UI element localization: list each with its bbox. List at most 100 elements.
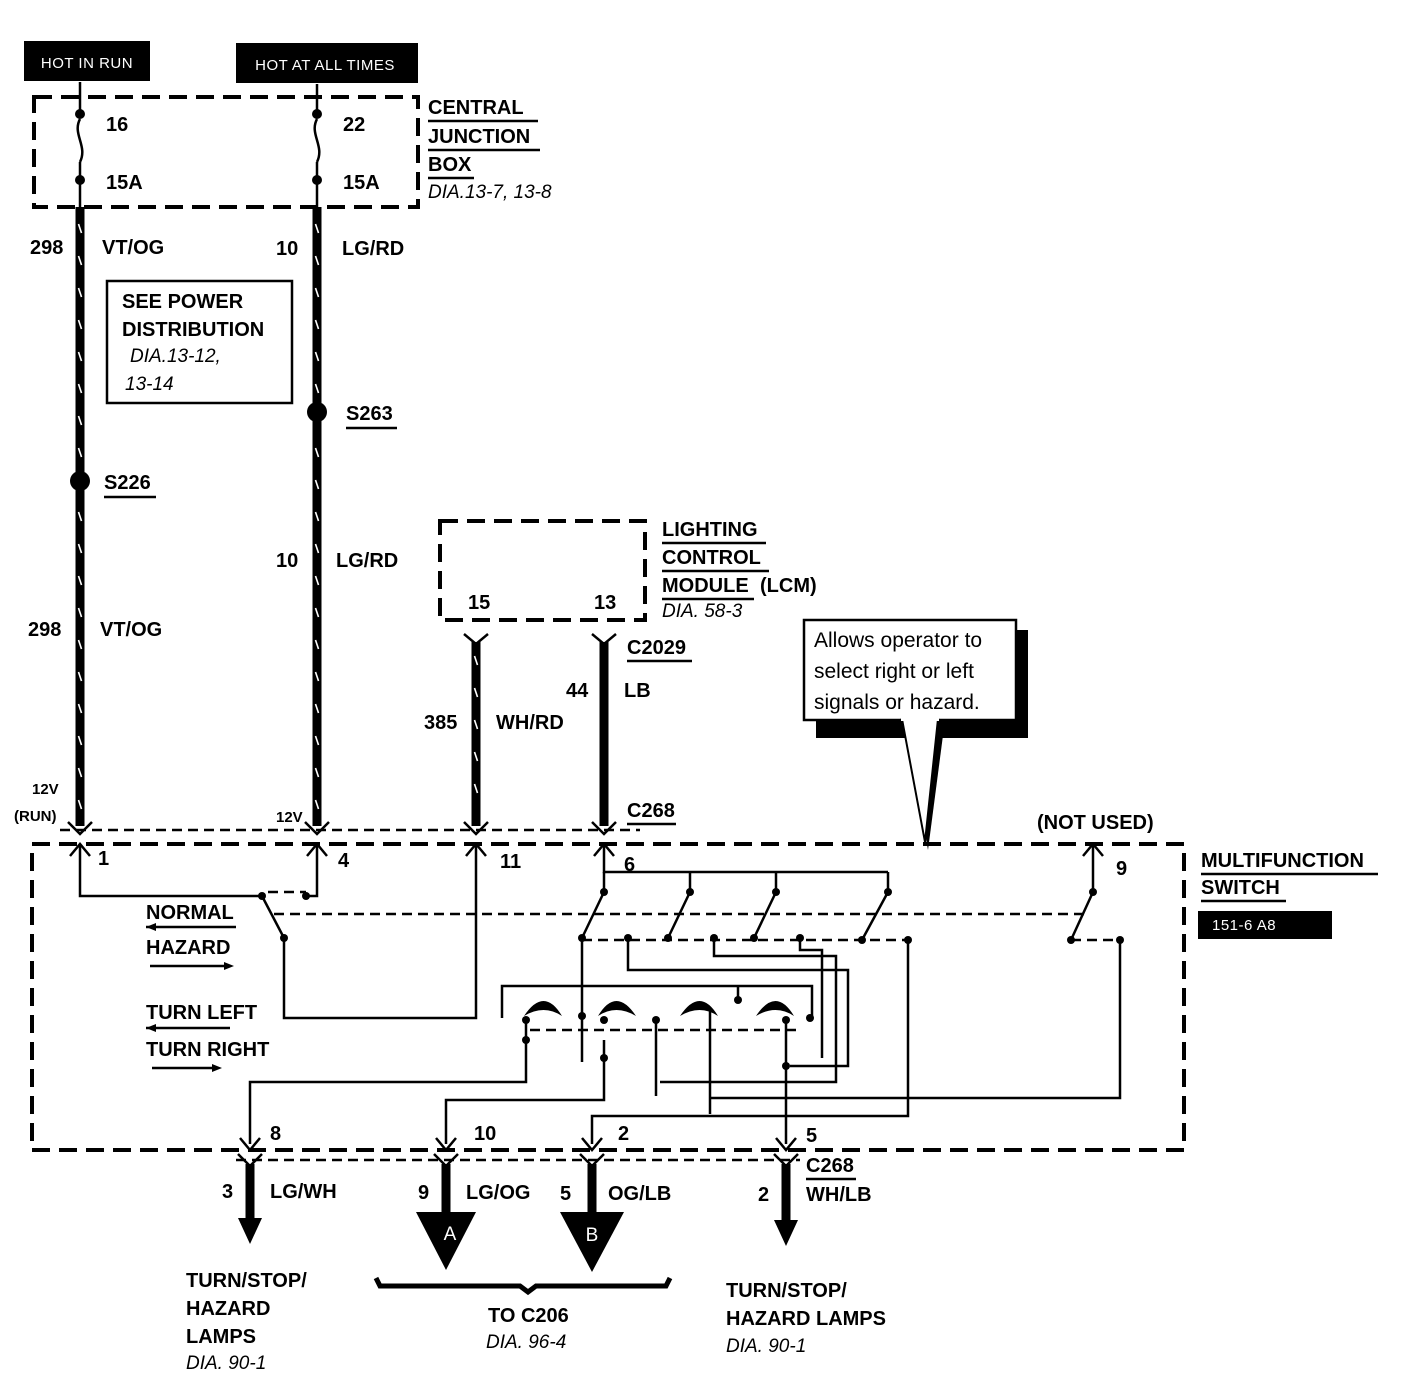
connector-c268-top-bar — [60, 821, 640, 836]
output-to-c206: TO C206 DIA. 96-4 — [373, 1276, 673, 1353]
switch-pin-5: 5 — [806, 1125, 817, 1147]
multifunction-switch: (NOT USED) 1 4 11 6 9 — [30, 812, 1186, 1152]
hot-at-all-times-tag: HOT AT ALL TIMES — [236, 43, 418, 83]
right-lamps-line1: TURN/STOP/ — [726, 1280, 847, 1302]
wire-10-number-mid: 10 — [276, 550, 298, 572]
wire-tracer-mark — [314, 223, 320, 234]
splice-s226-label: S226 — [104, 472, 151, 494]
wire-tracer-mark — [77, 671, 83, 682]
hot-at-all-times-label: HOT AT ALL TIMES — [255, 57, 395, 74]
c206-ref: DIA. 96-4 — [486, 1332, 566, 1353]
wire-tracer-mark — [77, 383, 83, 394]
lcm-pin-13: 13 — [594, 592, 616, 614]
switch-title: MULTIFUNCTION SWITCH 151-6 A8 — [1198, 850, 1378, 939]
connector-c2029: C2029 — [627, 637, 686, 659]
wire-10-number-top: 10 — [276, 238, 298, 260]
switch-pin-4: 4 — [338, 850, 350, 872]
output-wire-2-color: WH/LB — [806, 1184, 872, 1206]
wire-tracer-mark — [77, 767, 83, 778]
wire-298-color-mid: VT/OG — [100, 619, 162, 641]
cjb-name-line1: CENTRAL — [428, 97, 524, 119]
fuse-16-rating: 15A — [106, 172, 143, 194]
lcm-name-line2: CONTROL — [662, 547, 761, 569]
splice-s263-label: S263 — [346, 403, 393, 425]
cjb-name-line3: BOX — [428, 154, 472, 176]
wire-tracer-mark — [473, 687, 479, 698]
wire-tracer-mark — [77, 319, 83, 330]
fuse-22-rating: 15A — [343, 172, 380, 194]
switch-name-line1: MULTIFUNCTION — [1201, 850, 1364, 872]
switch-turn-right-label: TURN RIGHT — [146, 1039, 269, 1061]
wire-385 — [463, 633, 489, 826]
wire-44-number: 44 — [566, 680, 589, 702]
wire-tracer-mark — [314, 511, 320, 522]
output-wire-3 — [238, 1164, 262, 1244]
wire-tracer-mark — [314, 447, 320, 458]
wire-298 — [75, 207, 85, 826]
switch-pin-1: 1 — [98, 848, 109, 870]
wire-10-color-top: LG/RD — [342, 238, 404, 260]
lcm-name-suffix: (LCM) — [760, 575, 817, 597]
wire-44-color: LB — [624, 680, 651, 702]
output-wire-5: B — [560, 1164, 624, 1272]
wire-tracer-mark — [77, 447, 83, 458]
output-wire-5-number: 5 — [560, 1183, 571, 1205]
left-lamps-ref: DIA. 90-1 — [186, 1353, 266, 1374]
wire-tracer-mark — [77, 287, 83, 298]
wire-tracer-mark — [314, 255, 320, 266]
wire-tracer-mark — [314, 607, 320, 618]
operator-callout: Allows operator to select right or left … — [802, 618, 1028, 850]
connector-c268-bottom: C268 — [806, 1155, 854, 1177]
wire-tracer-mark — [473, 751, 479, 762]
power-distribution-note: SEE POWER DISTRIBUTION DIA.13-12, 13-14 — [105, 279, 294, 405]
wire-tracer-mark — [77, 639, 83, 650]
wire-tracer-mark — [77, 415, 83, 426]
wire-tracer-mark — [314, 671, 320, 682]
lcm-name-line1: LIGHTING — [662, 519, 758, 541]
output-wire-5-color: OG/LB — [608, 1183, 671, 1205]
connector-c268-top: C268 — [627, 800, 675, 822]
wire-tracer-mark — [314, 735, 320, 746]
wire-tracer-mark — [77, 543, 83, 554]
wire-tracer-mark — [77, 703, 83, 714]
fuse-16-number: 16 — [106, 114, 128, 136]
right-lamps-ref: DIA. 90-1 — [726, 1336, 806, 1357]
lcm-name-line3: MODULE — [662, 575, 749, 597]
wire-tracer-mark — [77, 351, 83, 362]
wire-tracer-mark — [314, 799, 320, 810]
fuse-22 — [312, 84, 322, 207]
voltage-12v: 12V — [276, 809, 303, 826]
wire-tracer-mark — [473, 783, 479, 794]
left-lamps-line3: LAMPS — [186, 1326, 256, 1348]
output-wire-3-number: 3 — [222, 1181, 233, 1203]
left-lamps-line2: HAZARD — [186, 1298, 270, 1320]
wire-298-color-top: VT/OG — [102, 237, 164, 259]
switch-pin-11: 11 — [500, 851, 521, 873]
wire-tracer-mark — [77, 607, 83, 618]
wire-tracer-mark — [314, 383, 320, 394]
cjb-title: CENTRAL JUNCTION BOX DIA.13-7, 13-8 — [428, 97, 552, 203]
left-lamps-line1: TURN/STOP/ — [186, 1270, 307, 1292]
power-note-line4: 13-14 — [125, 374, 174, 395]
power-note-line1: SEE POWER — [122, 291, 244, 313]
wire-tracer-mark — [314, 543, 320, 554]
switch-name-line2: SWITCH — [1201, 877, 1280, 899]
wire-tracer-mark — [77, 735, 83, 746]
wire-tracer-mark — [77, 511, 83, 522]
switch-pin-9: 9 — [1116, 858, 1127, 880]
wire-tracer-mark — [314, 639, 320, 650]
wire-44 — [591, 633, 617, 826]
splice-s226: S226 — [70, 471, 156, 499]
switch-pin-8: 8 — [270, 1123, 281, 1145]
c206-title: TO C206 — [488, 1305, 569, 1327]
wire-tracer-mark — [314, 703, 320, 714]
wire-298-number-top: 298 — [30, 237, 63, 259]
callout-line1: Allows operator to — [814, 629, 982, 652]
power-note-line2: DISTRIBUTION — [122, 319, 264, 341]
cjb-ref: DIA.13-7, 13-8 — [428, 182, 552, 203]
wire-385-number: 385 — [424, 712, 457, 734]
switch-pin-6: 6 — [624, 854, 635, 876]
output-wire-9-number: 9 — [418, 1182, 429, 1204]
switch-pin-10: 10 — [474, 1123, 496, 1145]
